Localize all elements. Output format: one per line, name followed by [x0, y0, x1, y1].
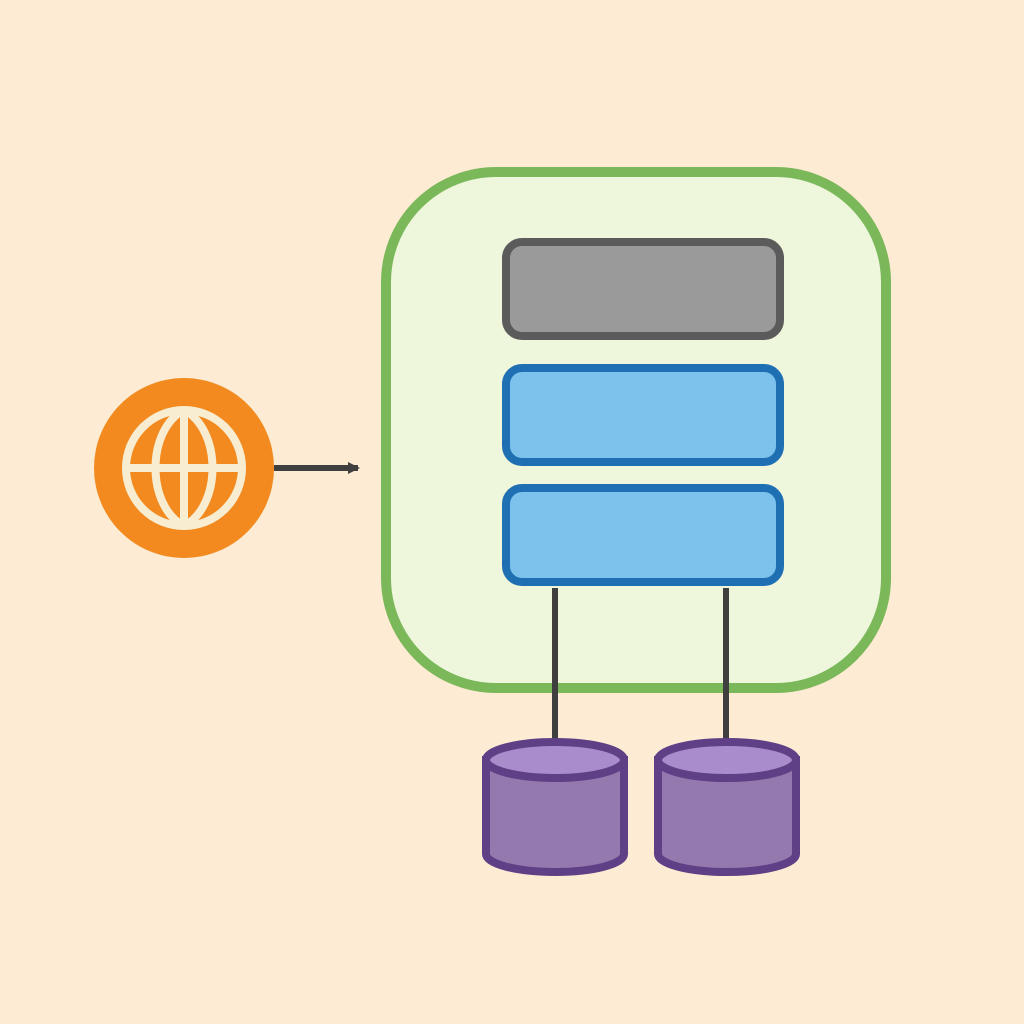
database-2 — [654, 738, 800, 876]
databases — [482, 738, 800, 876]
tier-stack — [502, 238, 784, 586]
tier-middle — [502, 364, 784, 466]
globe-icon — [122, 406, 246, 530]
database-1 — [482, 738, 628, 876]
client-node — [94, 378, 274, 558]
tier-top — [502, 238, 784, 340]
database-1-body — [482, 756, 628, 876]
database-2-body — [654, 756, 800, 876]
database-1-top — [482, 738, 628, 782]
database-connectors — [552, 588, 729, 756]
tier-bottom — [502, 484, 784, 586]
database-2-top — [654, 738, 800, 782]
